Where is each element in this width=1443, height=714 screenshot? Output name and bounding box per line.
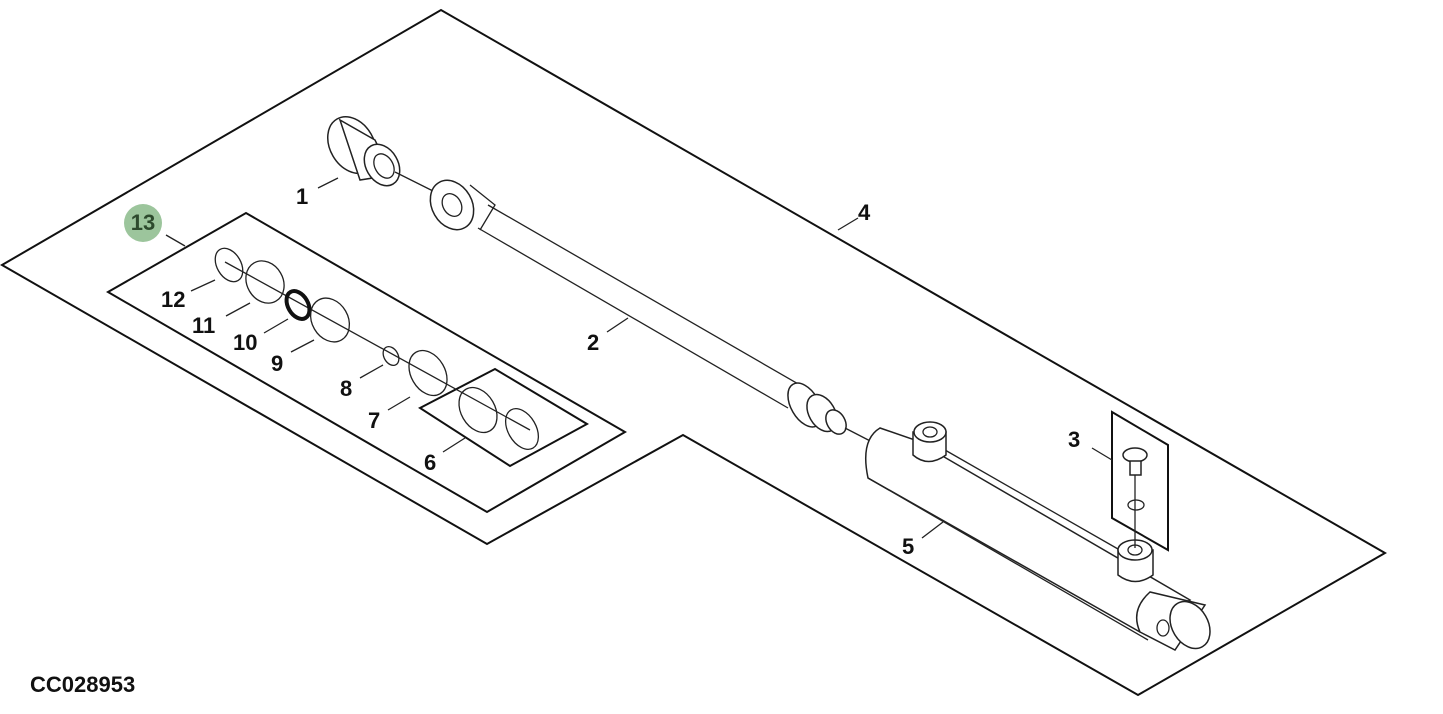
callout-11[interactable]: 11 [192, 313, 216, 338]
figure-code: CC028953 [30, 672, 136, 697]
callout-2[interactable]: 2 [587, 330, 600, 355]
part-3-bleed-fitting[interactable] [1122, 447, 1148, 548]
seal-kit-rings[interactable] [210, 243, 546, 455]
group-outline-13 [105, 211, 627, 514]
callout-3[interactable]: 3 [1068, 427, 1081, 452]
callout-5[interactable]: 5 [902, 534, 915, 559]
callout-1[interactable]: 1 [296, 184, 309, 209]
group-outline-6 [418, 367, 590, 468]
callout-6[interactable]: 6 [424, 450, 437, 475]
part-2-piston-rod[interactable] [422, 172, 879, 446]
leader-lines [165, 177, 1113, 539]
group-outline-4 [0, 8, 1388, 697]
group-outline-3 [1111, 410, 1169, 552]
part-5-cylinder-barrel[interactable] [865, 421, 1218, 656]
part-1-gland[interactable] [318, 108, 436, 193]
callout-10[interactable]: 10 [233, 330, 258, 355]
callout-13-highlighted[interactable]: 13 [124, 204, 162, 242]
callout-7[interactable]: 7 [368, 408, 381, 433]
callout-4[interactable]: 4 [858, 200, 871, 225]
callout-9[interactable]: 9 [271, 351, 284, 376]
callout-12[interactable]: 12 [161, 287, 186, 312]
callout-8[interactable]: 8 [340, 376, 353, 401]
